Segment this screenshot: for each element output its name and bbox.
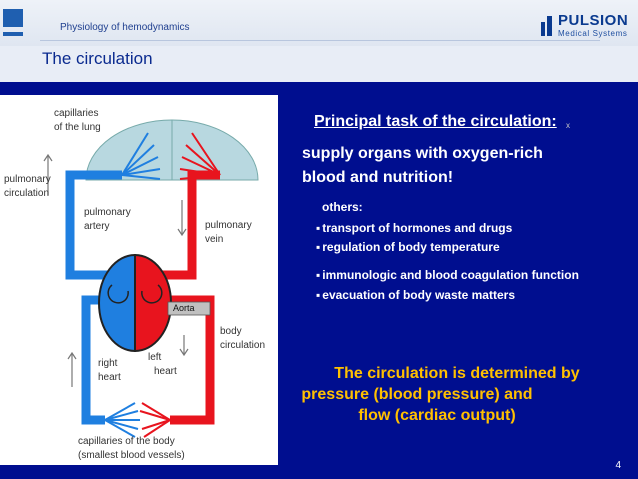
left-heart-flow-arrow (141, 284, 163, 304)
slide-header: Physiology of hemodynamics The circulati… (0, 0, 638, 82)
bullet-item: immunologic and blood coagulation functi… (316, 268, 579, 282)
bullet-item: regulation of body temperature (316, 240, 499, 254)
body-capillaries-arterial (139, 402, 171, 438)
vena-cava-vessel (81, 295, 110, 425)
page-number: 4 (615, 460, 621, 471)
label-capillaries-lung: capillaries of the lung (54, 108, 101, 133)
header-accent-square (3, 9, 23, 27)
pulsion-logo-icon (541, 16, 552, 36)
circulation-diagram-graphic (43, 119, 259, 438)
body-capillaries-venous (104, 402, 140, 438)
principal-task-text: supply organs with oxygen-rich blood and… (302, 145, 543, 186)
label-left-heart: left heart (148, 352, 177, 377)
pulmonary-vein-vessel (155, 170, 220, 280)
logo-subtitle: Medical Systems (558, 29, 628, 38)
label-aorta: Aorta (173, 303, 195, 313)
bullet-item: evacuation of body waste matters (316, 288, 515, 302)
text-panel: Principal task of the circulation: x sup… (288, 95, 638, 465)
heading-mark: x (566, 121, 570, 130)
header-bar (0, 0, 638, 46)
pulmonary-artery-vessel (65, 170, 130, 280)
label-pulmonary-circulation: pulmonary circulation (4, 174, 51, 199)
bullet-item: transport of hormones and drugs (316, 221, 512, 235)
right-heart-flow-arrow (107, 284, 129, 304)
header-accent-bar (3, 32, 23, 36)
label-capillaries-body: capillaries of the body (smallest blood … (78, 436, 185, 461)
pulsion-logo: PULSION Medical Systems (540, 12, 630, 40)
lung-capillaries-venous (121, 132, 161, 180)
others-label: others: (322, 200, 363, 214)
aorta-label-box (167, 301, 211, 316)
aorta-vessel (160, 295, 215, 425)
label-pulmonary-artery: pulmonary artery (84, 207, 131, 232)
header-divider (40, 40, 600, 41)
slide-subtitle: Physiology of hemodynamics (60, 22, 190, 33)
label-body-circulation: body circulation (220, 326, 266, 351)
label-right-heart: right heart (98, 358, 121, 383)
label-pulmonary-vein: pulmonary vein (205, 220, 252, 245)
slide-title: The circulation (42, 49, 153, 68)
principal-task-heading: Principal task of the circulation: (314, 113, 557, 130)
logo-name: PULSION (558, 12, 629, 29)
circulation-diagram: capillaries of the lung pulmonary circul… (0, 95, 278, 465)
determined-statement: The circulation is determined by pressur… (301, 365, 580, 424)
direction-arrows (43, 153, 189, 387)
